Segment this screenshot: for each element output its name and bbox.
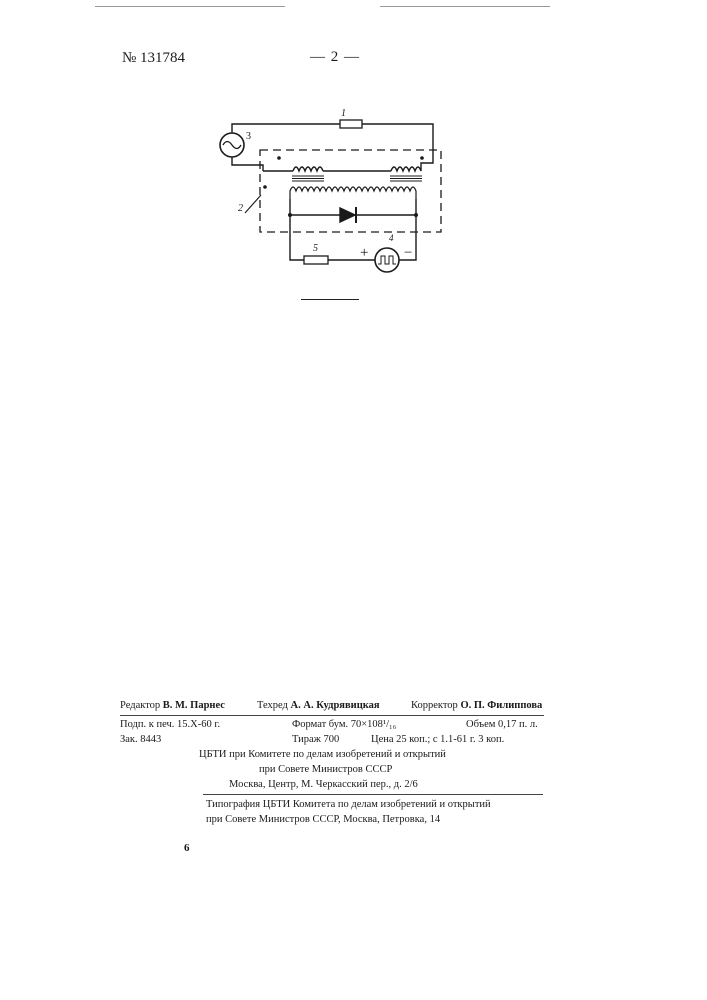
label-2: 2 xyxy=(238,203,243,214)
label-3: 3 xyxy=(246,131,251,142)
patent-number: № 131784 xyxy=(122,50,185,67)
paper-format: Формат бум. 70×108¹/₁₆ xyxy=(292,719,396,730)
editor-credit: Редактор В. М. Парнес xyxy=(120,700,225,711)
label-4: 4 xyxy=(389,233,394,243)
plus-sign: + xyxy=(360,245,368,261)
pulse-meter xyxy=(375,248,399,272)
end-rule xyxy=(301,299,359,300)
corrector-credit: Корректор О. П. Филиппова xyxy=(411,700,542,711)
publisher-line-3: Москва, Центр, М. Черкасский пер., д. 2/… xyxy=(229,779,418,790)
diode xyxy=(340,208,355,222)
resistor-1 xyxy=(340,120,362,128)
imprint-rule xyxy=(120,715,544,716)
page-number: 6 xyxy=(184,842,190,854)
circulation: Тираж 700 xyxy=(292,734,339,745)
printer-line-2: при Совете Министров СССР, Москва, Петро… xyxy=(206,814,440,825)
volume: Объем 0,17 п. л. xyxy=(466,719,538,730)
top-border-line xyxy=(95,6,285,7)
publisher-line-2: при Совете Министров СССР xyxy=(259,764,392,775)
resistor-5 xyxy=(304,256,328,264)
printer-rule xyxy=(203,794,543,795)
top-border-line xyxy=(380,6,550,7)
price: Цена 25 коп.; с 1.1-61 г. 3 коп. xyxy=(371,734,504,745)
order-number: Зак. 8443 xyxy=(120,734,161,745)
label-1: 1 xyxy=(341,108,346,119)
publisher-line-1: ЦБТИ при Комитете по делам изобретений и… xyxy=(199,749,446,760)
techred-credit: Техред А. А. Кудрявицкая xyxy=(257,700,380,711)
circuit-diagram: 3 1 2 5 + 4 − xyxy=(215,105,455,275)
signed-print: Подп. к печ. 15.X-60 г. xyxy=(120,719,220,730)
ac-source xyxy=(220,133,244,157)
printer-line-1: Типография ЦБТИ Комитета по делам изобре… xyxy=(206,799,491,810)
minus-sign: − xyxy=(404,245,412,261)
page-indicator: — 2 — xyxy=(310,49,360,66)
label-5: 5 xyxy=(313,243,318,254)
